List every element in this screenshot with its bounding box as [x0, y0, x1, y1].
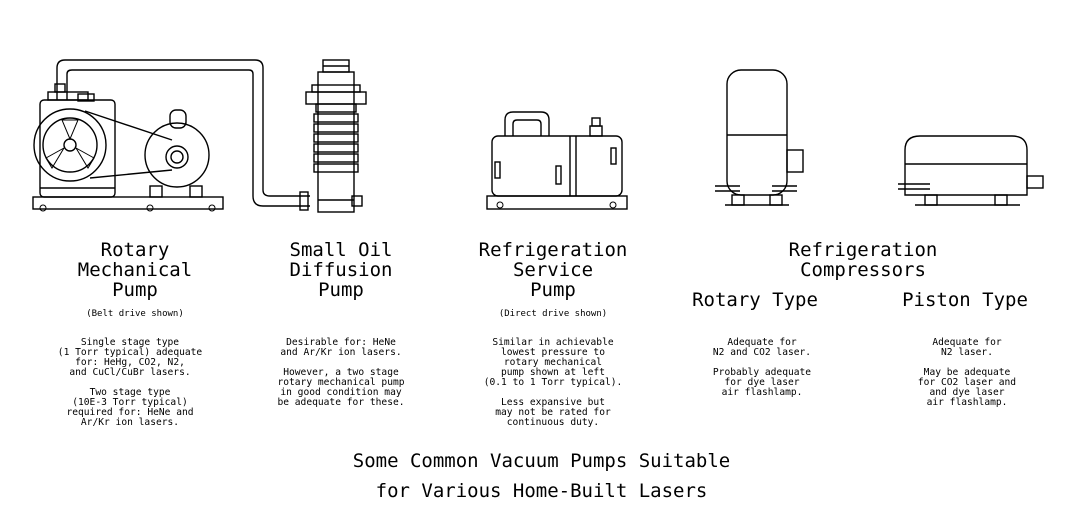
service-pump-title: Refrigeration Service Pump [478, 239, 628, 301]
piston-type-description: Adequate for N2 laser. May be adequate f… [917, 337, 1017, 408]
diffusion-pump-description: Desirable for: HeNe and Ar/Kr ion lasers… [277, 337, 405, 408]
service-pump-subtitle: (Direct drive shown) [498, 309, 608, 319]
figure-caption: Some Common Vacuum Pumps Suitable for Va… [352, 450, 731, 502]
rotary-mechanical-pump-drawing [32, 59, 310, 212]
rotary-pump-subtitle: (Belt drive shown) [86, 309, 184, 319]
compressors-title: Refrigeration Compressors [788, 239, 938, 281]
service-pump-description: Similar in achievable lowest pressure to… [483, 337, 623, 428]
rotary-pump-title: Rotary Mechanical Pump [77, 239, 193, 301]
rotary-pump-description: Single stage type (1 Torr typical) adequ… [57, 337, 203, 428]
refrigeration-service-pump-drawing [486, 111, 628, 210]
piston-compressor-drawing [898, 135, 1044, 206]
oil-diffusion-pump-drawing [305, 59, 367, 213]
rotary-compressor-drawing [715, 69, 804, 206]
piston-type-title: Piston Type [902, 289, 1028, 311]
rotary-type-title: Rotary Type [692, 289, 818, 311]
rotary-type-description: Adequate for N2 and CO2 laser. Probably … [712, 337, 812, 398]
diffusion-pump-title: Small Oil Diffusion Pump [289, 239, 393, 301]
